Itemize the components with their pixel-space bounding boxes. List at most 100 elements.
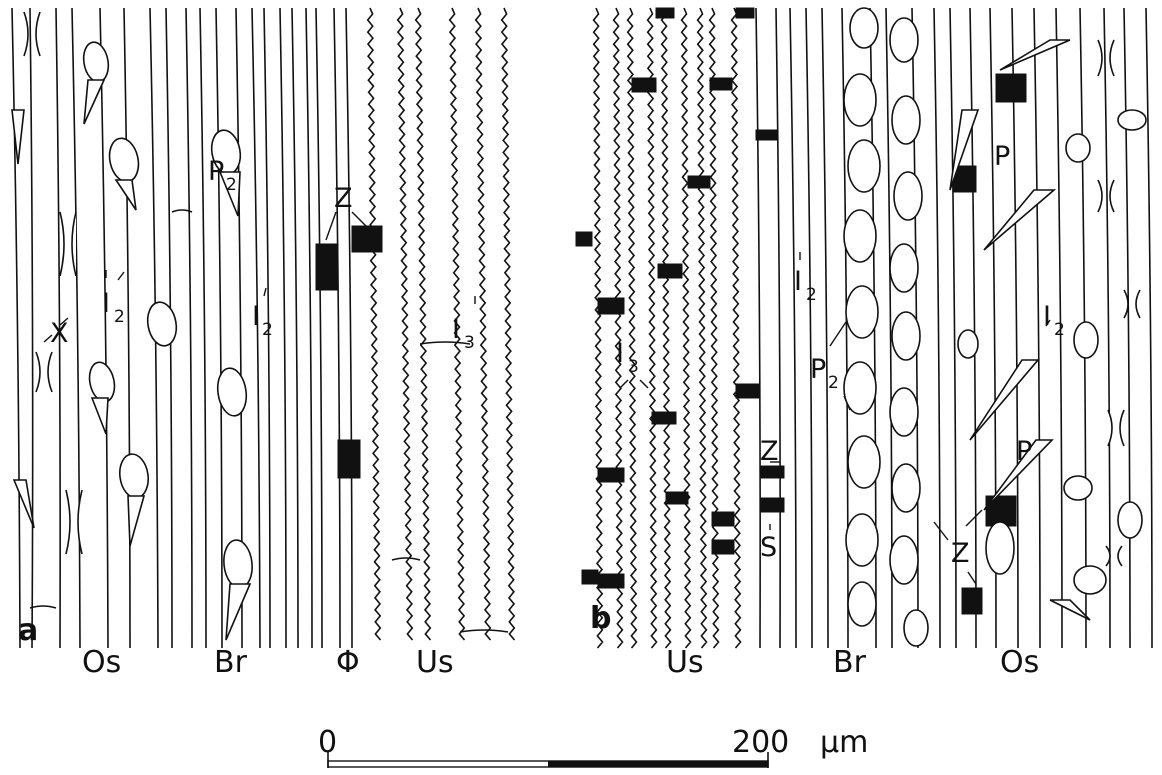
dark-band	[652, 412, 676, 424]
cell-oval	[222, 539, 255, 590]
cell-wall	[790, 8, 796, 648]
cell-oval	[848, 582, 876, 626]
cross-wall	[420, 342, 470, 344]
cell-oval	[890, 244, 918, 292]
cell-tail	[84, 80, 104, 124]
cell-wall	[200, 8, 206, 648]
cell-wall	[216, 8, 222, 648]
cell-pit	[24, 12, 40, 56]
dark-band	[760, 498, 784, 512]
region-label-os-a: Os	[82, 645, 121, 680]
cell-wall	[186, 8, 192, 648]
annotation-p2-b-sub: 2	[828, 373, 839, 393]
dark-band	[996, 74, 1026, 102]
cell-tail	[984, 190, 1054, 250]
cross-wall	[460, 630, 508, 632]
cell-wall-wavy	[698, 8, 707, 648]
cell-tail	[14, 480, 34, 528]
cross-wall	[30, 606, 56, 608]
cell-tail	[226, 584, 250, 640]
scale-bar: 0 200 μm	[318, 725, 868, 768]
cell-wall-wavy	[682, 8, 691, 648]
dark-band	[576, 232, 592, 246]
cell-pit	[1098, 180, 1114, 212]
dark-band	[338, 440, 360, 478]
arrow	[966, 510, 982, 526]
cell-tail	[128, 496, 144, 546]
cell-wall	[806, 8, 812, 648]
annotation-s: S	[760, 532, 777, 563]
cell-oval	[1066, 134, 1090, 162]
cell-pit	[1106, 546, 1122, 566]
dark-band	[666, 492, 688, 504]
cell-tail	[970, 360, 1038, 440]
region-label-us-a: Us	[416, 645, 454, 680]
cell-wall	[72, 8, 80, 648]
cell-wall	[346, 8, 352, 648]
cross-wall	[392, 558, 420, 560]
cell-wall	[334, 8, 340, 648]
arrow	[968, 572, 976, 584]
annotation-i2-b1: I	[794, 266, 802, 297]
cell-wall-wavy	[614, 8, 623, 648]
cell-oval	[844, 74, 876, 126]
annotation-p2-b: P	[810, 354, 826, 385]
annotation-i2-b1-sub: 2	[806, 285, 817, 305]
cell-wall-wavy	[502, 8, 515, 640]
cell-wall	[970, 8, 976, 648]
annotation-i2-a2: I	[252, 301, 260, 332]
dark-band	[736, 8, 754, 18]
cell-pit	[1124, 290, 1140, 318]
annotation-i3-a: I	[452, 314, 460, 345]
region-label-br-a: Br	[214, 645, 248, 680]
dark-band	[760, 466, 784, 478]
arrow	[620, 380, 628, 388]
panel-a-label: a	[18, 613, 38, 648]
cell-wall-wavy	[476, 8, 491, 640]
cell-wall-wavy	[594, 8, 603, 648]
dark-band	[598, 574, 624, 588]
cell-oval	[844, 210, 876, 262]
scale-bar-start-label: 0	[318, 725, 337, 760]
cell-pit	[36, 352, 52, 392]
annotation-i3-a-sub: 3	[464, 333, 475, 353]
cell-oval	[958, 330, 978, 358]
cell-wall	[1146, 8, 1152, 648]
cell-oval	[848, 436, 880, 488]
arrow	[326, 212, 336, 240]
cell-oval	[1064, 476, 1092, 500]
arrow	[934, 522, 948, 540]
cell-oval	[890, 536, 918, 584]
cell-wall	[822, 8, 828, 648]
dark-band	[712, 512, 734, 526]
dark-band	[710, 78, 732, 90]
cell-oval	[1074, 322, 1098, 358]
annotation-i2-a1: I	[102, 288, 110, 319]
cell-wall	[124, 8, 130, 648]
cell-oval	[904, 610, 928, 646]
cell-wall	[30, 8, 33, 648]
cell-oval	[846, 286, 878, 338]
cell-pit	[60, 212, 76, 276]
cell-oval	[892, 96, 920, 144]
cell-wall-wavy	[398, 8, 413, 640]
cell-oval	[890, 388, 918, 436]
scale-bar-filled-half	[548, 761, 768, 767]
cell-wall	[1124, 8, 1130, 648]
scale-bar-end-label: 200	[732, 725, 789, 760]
annotation-p-lower: P	[1016, 436, 1032, 467]
annotation-z-a: Z	[334, 183, 353, 214]
annotation-p2-a-sub: 2	[226, 175, 237, 195]
cell-pit	[1108, 410, 1124, 446]
cell-oval	[848, 140, 880, 192]
cell-wall	[292, 8, 298, 648]
dark-band	[598, 298, 624, 314]
cell-oval	[986, 522, 1014, 574]
annotation-i2-b2-sub: 2	[1054, 320, 1065, 340]
dark-band	[632, 78, 656, 92]
dark-band	[656, 8, 674, 18]
dark-band	[316, 244, 338, 290]
arrow	[640, 380, 648, 388]
